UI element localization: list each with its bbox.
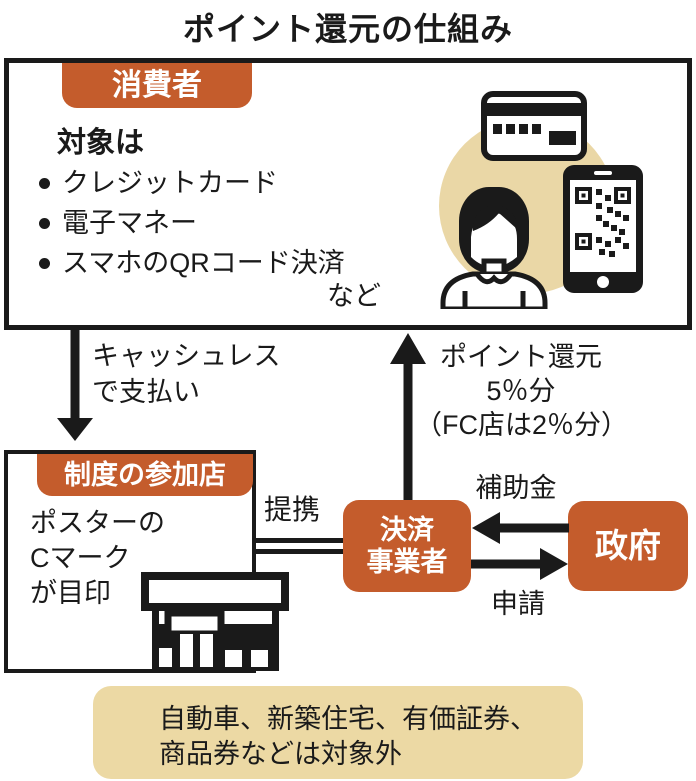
bullet-dot <box>39 217 50 229</box>
cashless-caption: キャッシュレス で支払い <box>92 341 281 407</box>
partnership-label: 提携 <box>264 494 321 525</box>
person-icon <box>440 187 548 309</box>
partnership-line-top <box>256 538 344 543</box>
store-box: 制度の参加店 ポスターの Cマーク が目印 <box>4 450 256 673</box>
arrow-right-application <box>471 548 568 580</box>
bullet-text: スマホのQRコード決済 <box>62 248 345 278</box>
bullet-text: クレジットカード <box>62 168 278 198</box>
government-node: 政府 <box>568 501 688 591</box>
arrow-down-cashless <box>57 330 93 441</box>
store-label: 制度の参加店 <box>37 454 253 496</box>
subsidy-label: 補助金 <box>475 473 557 503</box>
bullet-text: 電子マネー <box>62 208 197 238</box>
consumer-box: 消費者 対象は クレジットカード 電子マネー スマホのQRコード決済 など <box>4 58 692 330</box>
store-note: ポスターの Cマーク が目印 <box>30 508 165 608</box>
arrow-left-subsidy <box>472 512 569 544</box>
arrow-up-reward <box>390 333 426 500</box>
exclusion-box: 自動車、新築住宅、有価証券、 商品券などは対象外 <box>93 686 583 779</box>
credit-card-icon <box>481 91 587 161</box>
store-icon <box>141 572 289 671</box>
payment-provider-node: 決済 事業者 <box>343 500 471 592</box>
list-item: 電子マネー <box>39 203 345 243</box>
smartphone-qr-icon <box>563 165 643 293</box>
reward-caption: ポイント還元 5％分 （FC店は2％分） <box>415 342 629 440</box>
bullet-dot <box>39 257 50 269</box>
consumer-label: 消費者 <box>62 63 252 108</box>
consumer-heading: 対象は <box>57 127 145 159</box>
bullet-dot <box>39 177 50 189</box>
partnership-line-bottom <box>256 549 344 554</box>
list-item: クレジットカード <box>39 163 345 203</box>
page-title: ポイント還元の仕組み <box>182 11 513 47</box>
etc-text: など <box>327 281 381 311</box>
list-item: スマホのQRコード決済 <box>39 243 345 283</box>
application-label: 申請 <box>491 589 545 619</box>
